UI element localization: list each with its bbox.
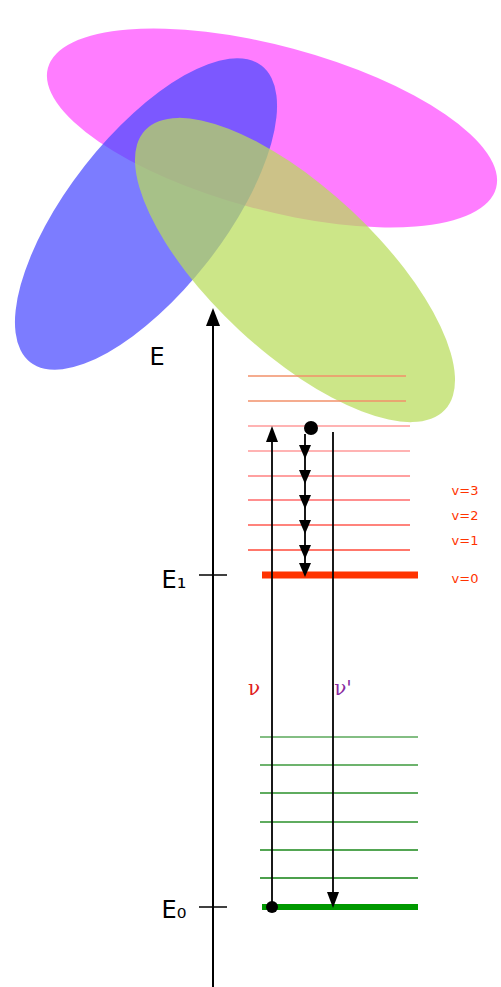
level-label: v=2 xyxy=(452,509,479,522)
vibrational-level xyxy=(260,736,418,737)
arrowhead xyxy=(327,892,339,908)
arrowhead xyxy=(299,495,311,509)
absorption-arrow xyxy=(271,440,273,907)
arrowhead xyxy=(266,426,278,442)
vibrational-level xyxy=(248,375,406,376)
frequency-label: ν' xyxy=(334,678,352,698)
energy-label: E₁ xyxy=(162,568,187,592)
overlapping-ellipses xyxy=(0,0,501,470)
arrowhead xyxy=(299,520,311,534)
axis-arrowhead xyxy=(206,308,220,326)
arrowhead xyxy=(299,445,311,459)
green-ellipse xyxy=(89,70,501,470)
level-label: v=3 xyxy=(452,484,479,497)
vibrational-level xyxy=(260,792,418,793)
electron-dot xyxy=(304,421,318,435)
vibrational-level xyxy=(248,400,406,401)
ground-levels xyxy=(260,737,418,907)
axis-label: E xyxy=(149,345,164,369)
arrowhead xyxy=(299,545,311,559)
vibrational-level xyxy=(260,877,418,878)
ground-level xyxy=(262,904,418,910)
vibrational-level xyxy=(260,821,418,822)
frequency-label: ν xyxy=(248,678,260,698)
level-label: v=0 xyxy=(452,572,479,585)
axis-line xyxy=(212,322,214,987)
axis-tick xyxy=(199,574,227,576)
vibrational-level xyxy=(248,425,410,426)
axis-tick xyxy=(199,906,227,908)
electron-dot xyxy=(266,901,278,913)
emission-arrow xyxy=(332,432,334,894)
vibrational-level xyxy=(260,764,418,765)
energy-label: E₀ xyxy=(162,898,187,922)
transitions xyxy=(266,421,339,913)
level-label: v=1 xyxy=(452,534,479,547)
arrowhead xyxy=(299,470,311,484)
vibrational-level xyxy=(260,849,418,850)
ground-vibrational-level xyxy=(262,572,418,579)
energy-axis xyxy=(199,308,227,987)
arrowhead xyxy=(299,563,311,577)
